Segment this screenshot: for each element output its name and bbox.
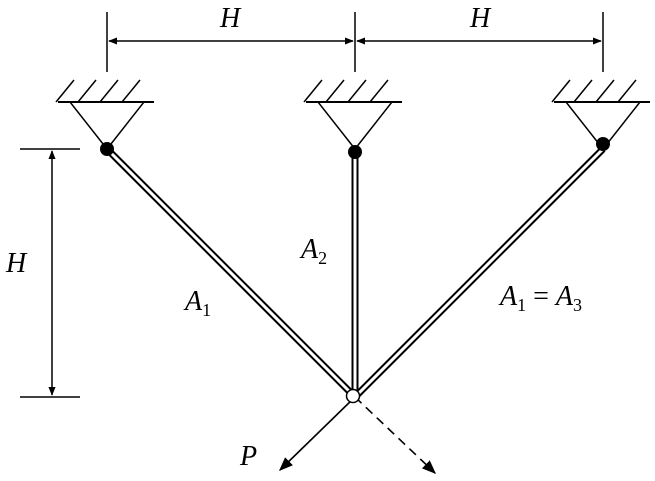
support-right	[551, 79, 650, 151]
top-dimension	[106, 12, 604, 72]
bar-label-middle: A2	[299, 234, 327, 268]
dimension-label-top-right: H	[469, 3, 492, 34]
pin-joint-left	[100, 142, 114, 156]
dimension-label-top-left: H	[219, 3, 242, 34]
left-dimension	[20, 148, 80, 398]
pin-joint-middle	[348, 145, 362, 159]
bar-left	[104, 146, 358, 400]
bar-label-left: A1	[183, 286, 211, 320]
support-middle	[303, 79, 402, 151]
dashed-direction-arrow	[354, 396, 437, 474]
load-label: P	[239, 441, 257, 472]
pin-joint-right	[596, 137, 610, 151]
load-arrow	[278, 396, 356, 471]
dimension-label-left: H	[5, 248, 28, 279]
load-joint	[345, 388, 361, 404]
bar-label-right: A1 = A3	[498, 281, 582, 315]
bar-right	[352, 146, 606, 400]
support-left	[55, 79, 154, 151]
